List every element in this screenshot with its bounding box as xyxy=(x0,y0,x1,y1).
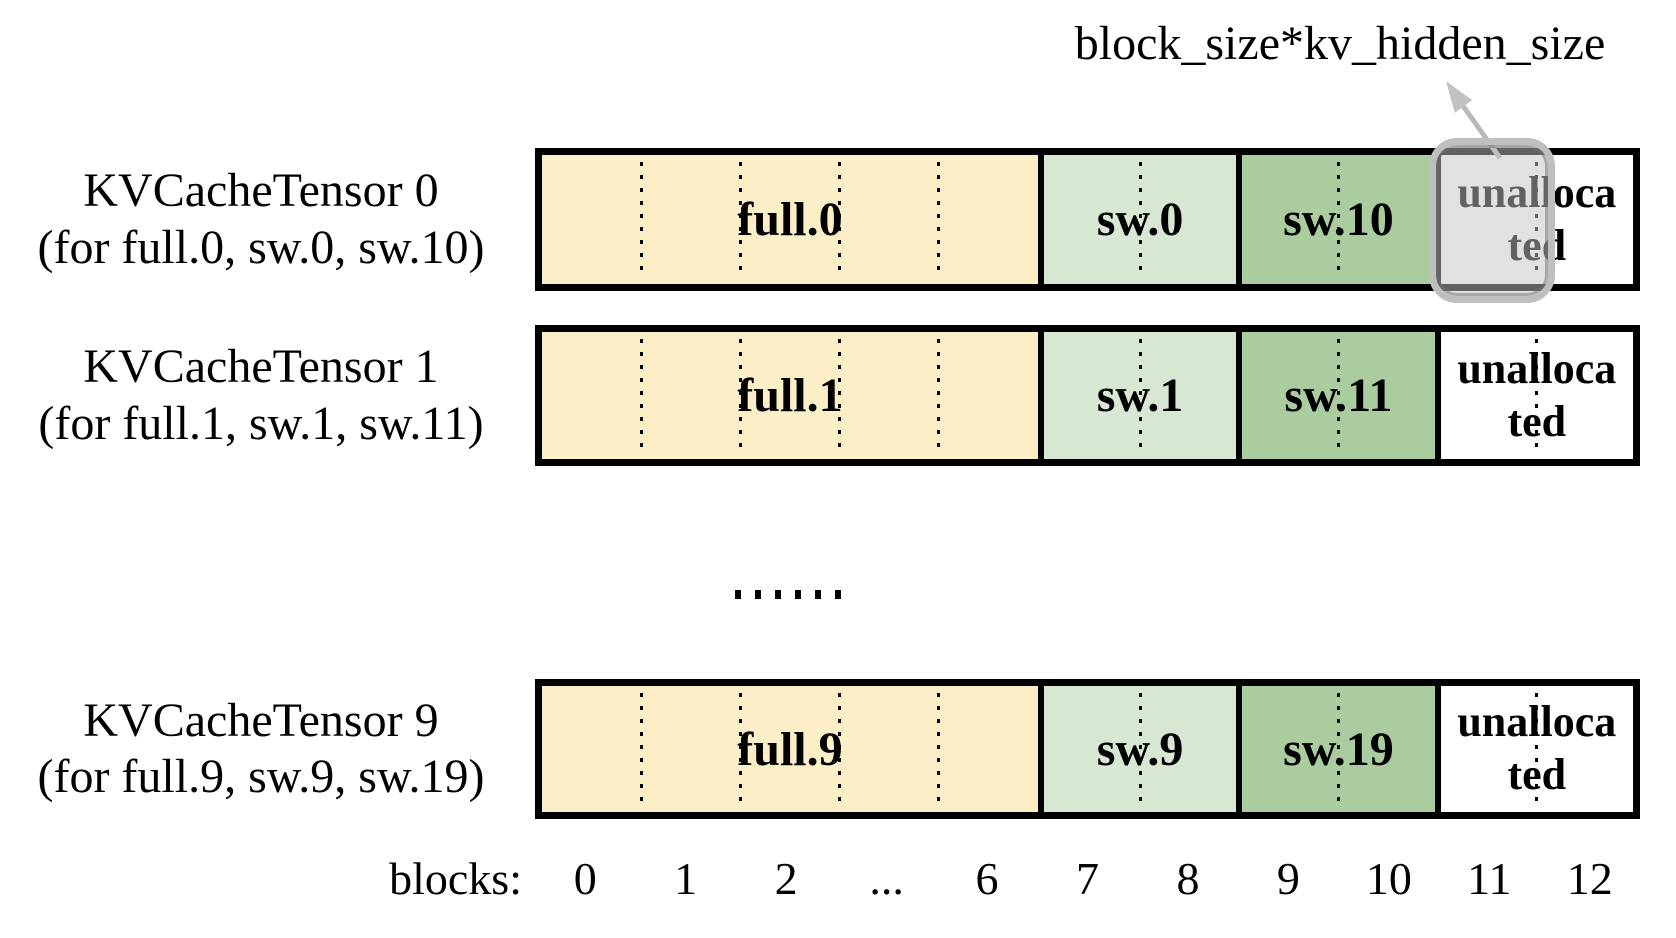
segment-sw-1-label: sw.1 xyxy=(1096,369,1184,422)
segment-sw-10-label: sw.10 xyxy=(1283,193,1394,246)
segment-sw-0-label: sw.0 xyxy=(1096,193,1184,246)
segment-sw-19-label: sw.19 xyxy=(1283,722,1394,776)
segment-full-9-label: full.9 xyxy=(737,722,843,776)
axis-tick-1: 1 xyxy=(674,853,698,904)
segment-sw-11: sw.11 xyxy=(1236,332,1435,459)
axis-tick-7: 7 xyxy=(1075,853,1099,904)
row-0-subtitle: (for full.0, sw.0, sw.10) xyxy=(37,220,485,274)
tensor-bar-1: full.1 sw.1 sw.11 unalloca ted xyxy=(535,325,1640,466)
segment-sw-11-label: sw.11 xyxy=(1284,369,1393,422)
segment-full-1-label: full.1 xyxy=(737,369,843,422)
row-9-title: KVCacheTensor 9 xyxy=(83,693,439,747)
axis-tick-2: 2 xyxy=(774,853,798,904)
row-0-label: KVCacheTensor 0 (for full.0, sw.0, sw.10… xyxy=(6,148,516,291)
rows-ellipsis xyxy=(735,590,841,599)
segment-full-9: full.9 xyxy=(542,686,1038,812)
row-1-title: KVCacheTensor 1 xyxy=(83,340,439,394)
segment-sw-9: sw.9 xyxy=(1037,686,1237,812)
segment-unallocated-1-label: unalloca ted xyxy=(1457,343,1617,446)
segment-unallocated-1: unalloca ted xyxy=(1434,332,1633,459)
axis-tick-0: 0 xyxy=(573,853,597,904)
axis-tick-12: 12 xyxy=(1566,853,1613,904)
axis-tick-ellipsis: ... xyxy=(869,853,904,904)
segment-sw-9-label: sw.9 xyxy=(1096,722,1184,776)
segment-sw-19: sw.19 xyxy=(1236,686,1435,812)
axis-tick-9: 9 xyxy=(1276,853,1300,904)
axis-tick-6: 6 xyxy=(975,853,999,904)
row-1-subtitle: (for full.1, sw.1, sw.11) xyxy=(38,396,484,450)
segment-sw-0: sw.0 xyxy=(1037,155,1237,284)
tensor-bar-9: full.9 sw.9 sw.19 unalloca ted xyxy=(535,679,1640,819)
axis-tick-8: 8 xyxy=(1176,853,1200,904)
blocks-axis-label: blocks: xyxy=(389,853,522,904)
axis-tick-10: 10 xyxy=(1365,853,1412,904)
segment-sw-10: sw.10 xyxy=(1236,155,1435,284)
row-9-label: KVCacheTensor 9 (for full.9, sw.9, sw.19… xyxy=(6,679,516,819)
segment-sw-1: sw.1 xyxy=(1037,332,1237,459)
segment-unallocated-9: unalloca ted xyxy=(1434,686,1633,812)
blocks-axis: 0 1 2 ... 6 7 8 9 10 11 12 xyxy=(535,852,1640,905)
row-0-title: KVCacheTensor 0 xyxy=(83,164,439,218)
block-size-annotation: block_size*kv_hidden_size xyxy=(1074,17,1606,70)
segment-full-0: full.0 xyxy=(542,155,1038,284)
segment-full-1: full.1 xyxy=(542,332,1038,459)
block-highlight xyxy=(1429,138,1555,303)
row-1-label: KVCacheTensor 1 (for full.1, sw.1, sw.11… xyxy=(6,325,516,466)
axis-tick-11: 11 xyxy=(1467,853,1512,904)
segment-full-0-label: full.0 xyxy=(737,193,843,246)
segment-unallocated-9-label: unalloca ted xyxy=(1457,697,1617,799)
row-9-subtitle: (for full.9, sw.9, sw.19) xyxy=(37,750,485,803)
